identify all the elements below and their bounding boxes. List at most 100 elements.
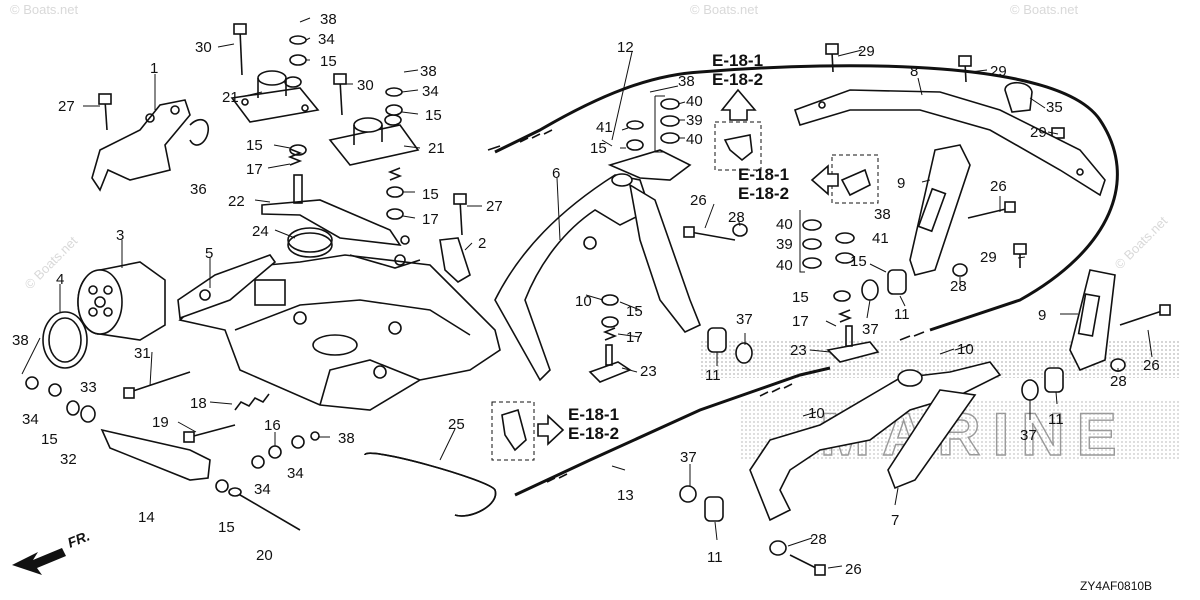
ref-line: E-18-1 [738,165,789,184]
callout-label: 6 [552,165,560,182]
callout-label: 32 [60,451,77,468]
ref-line: E-18-2 [712,70,763,89]
callout-label: 17 [246,161,263,178]
ref-box-1 [714,121,762,171]
callout-label: 9 [1038,307,1046,324]
callout-label: 30 [195,39,212,56]
callout-label: 41 [596,119,613,136]
callout-label: 38 [12,332,29,349]
callout-label: 5 [205,245,213,262]
callout-label: 1 [150,60,158,77]
callout-label: 18 [190,395,207,412]
callout-label: 38 [678,73,695,90]
callout-label: 35 [1046,99,1063,116]
callout-label: 24 [252,223,269,240]
cover-5 [177,254,277,320]
callout-label: 40 [686,131,703,148]
callout-label: 28 [810,531,827,548]
watermark: © Boats.net [10,2,79,17]
part-3-cylinder [77,261,166,341]
part-1-bracket [91,99,191,192]
ref-line: E-18-2 [738,184,789,203]
callout-label: 34 [287,465,304,482]
callout-label: 23 [640,363,657,380]
callout-label: 9 [897,175,905,192]
callout-label: 17 [792,313,809,330]
bushings [679,269,1064,522]
front-direction: FR. [12,527,92,575]
part-8-bar [793,89,1106,197]
part-14-cover [100,428,211,481]
callout-label: 29 [1030,124,1047,141]
callout-label: 14 [138,509,155,526]
ref-arrow-right [537,414,565,446]
callout-label: 23 [790,342,807,359]
callout-label: 15 [320,53,337,70]
part-36-clip [189,118,210,146]
ref-box-3 [491,401,535,461]
callouts: 1 2 3 4 5 6 7 8 9 9 10 10 10 11 11 11 11… [12,11,1160,578]
callout-label: 17 [626,329,643,346]
callout-label: 17 [422,211,439,228]
callout-label: 15 [246,137,263,154]
callout-label: 26 [690,192,707,209]
callout-label: 26 [845,561,862,578]
part-25-rod [364,452,497,517]
diagram-code: ZY4AF0810B [1080,579,1152,593]
callout-label: 25 [448,416,465,433]
callout-label: 21 [428,140,445,157]
callout-label: 27 [486,198,503,215]
part-22-plate [261,199,402,246]
callout-label: 30 [357,77,374,94]
ref-arrow-up [720,88,757,121]
callout-label: 10 [808,405,825,422]
callout-label: 15 [422,186,439,203]
callout-label: 28 [950,278,967,295]
part-24-cap [287,227,333,253]
callout-label: 37 [1020,427,1037,444]
callout-label: 37 [862,321,879,338]
leader-lines [21,17,1153,569]
callout-label: 36 [190,181,207,198]
callout-label: 10 [957,341,974,358]
callout-label: 26 [1143,357,1160,374]
callout-label: 40 [776,257,793,274]
ref-line: E-18-2 [568,424,619,443]
part-9-link-bottom [1069,269,1116,372]
callout-label: 22 [228,193,245,210]
callout-label: 37 [680,449,697,466]
callout-label: 40 [776,216,793,233]
callout-label: 34 [318,31,335,48]
callout-label: 37 [736,311,753,328]
watermark: © Boats.net [22,233,81,292]
ref-line: E-18-1 [712,51,763,70]
callout-label: 26 [990,178,1007,195]
part-4-ring [42,311,88,369]
callout-label: 29 [858,43,875,60]
callout-label: 31 [134,345,151,362]
callout-label: 15 [792,289,809,306]
callout-label: 28 [728,209,745,226]
callout-label: 29 [990,63,1007,80]
callout-label: 38 [420,63,437,80]
callout-label: 38 [338,430,355,447]
springs [234,148,853,411]
callout-label: 15 [590,140,607,157]
callout-label: 15 [41,431,58,448]
parts [25,23,1171,576]
front-label: FR. [65,527,92,550]
references: E-18-1 E-18-2 E-18-1 E-18-2 E-18-1 E-18-… [568,51,789,443]
callout-label: 15 [850,253,867,270]
callout-label: 11 [705,367,721,384]
callout-label: 21 [222,89,239,106]
callout-label: 39 [776,236,793,253]
callout-label: 4 [56,271,64,288]
callout-label: 15 [626,303,643,320]
part-21-mount-left [230,70,320,123]
watermark: © Boats.net [1010,2,1079,17]
callout-label: 3 [116,227,124,244]
callout-label: 34 [22,411,39,428]
callout-label: 38 [874,206,891,223]
